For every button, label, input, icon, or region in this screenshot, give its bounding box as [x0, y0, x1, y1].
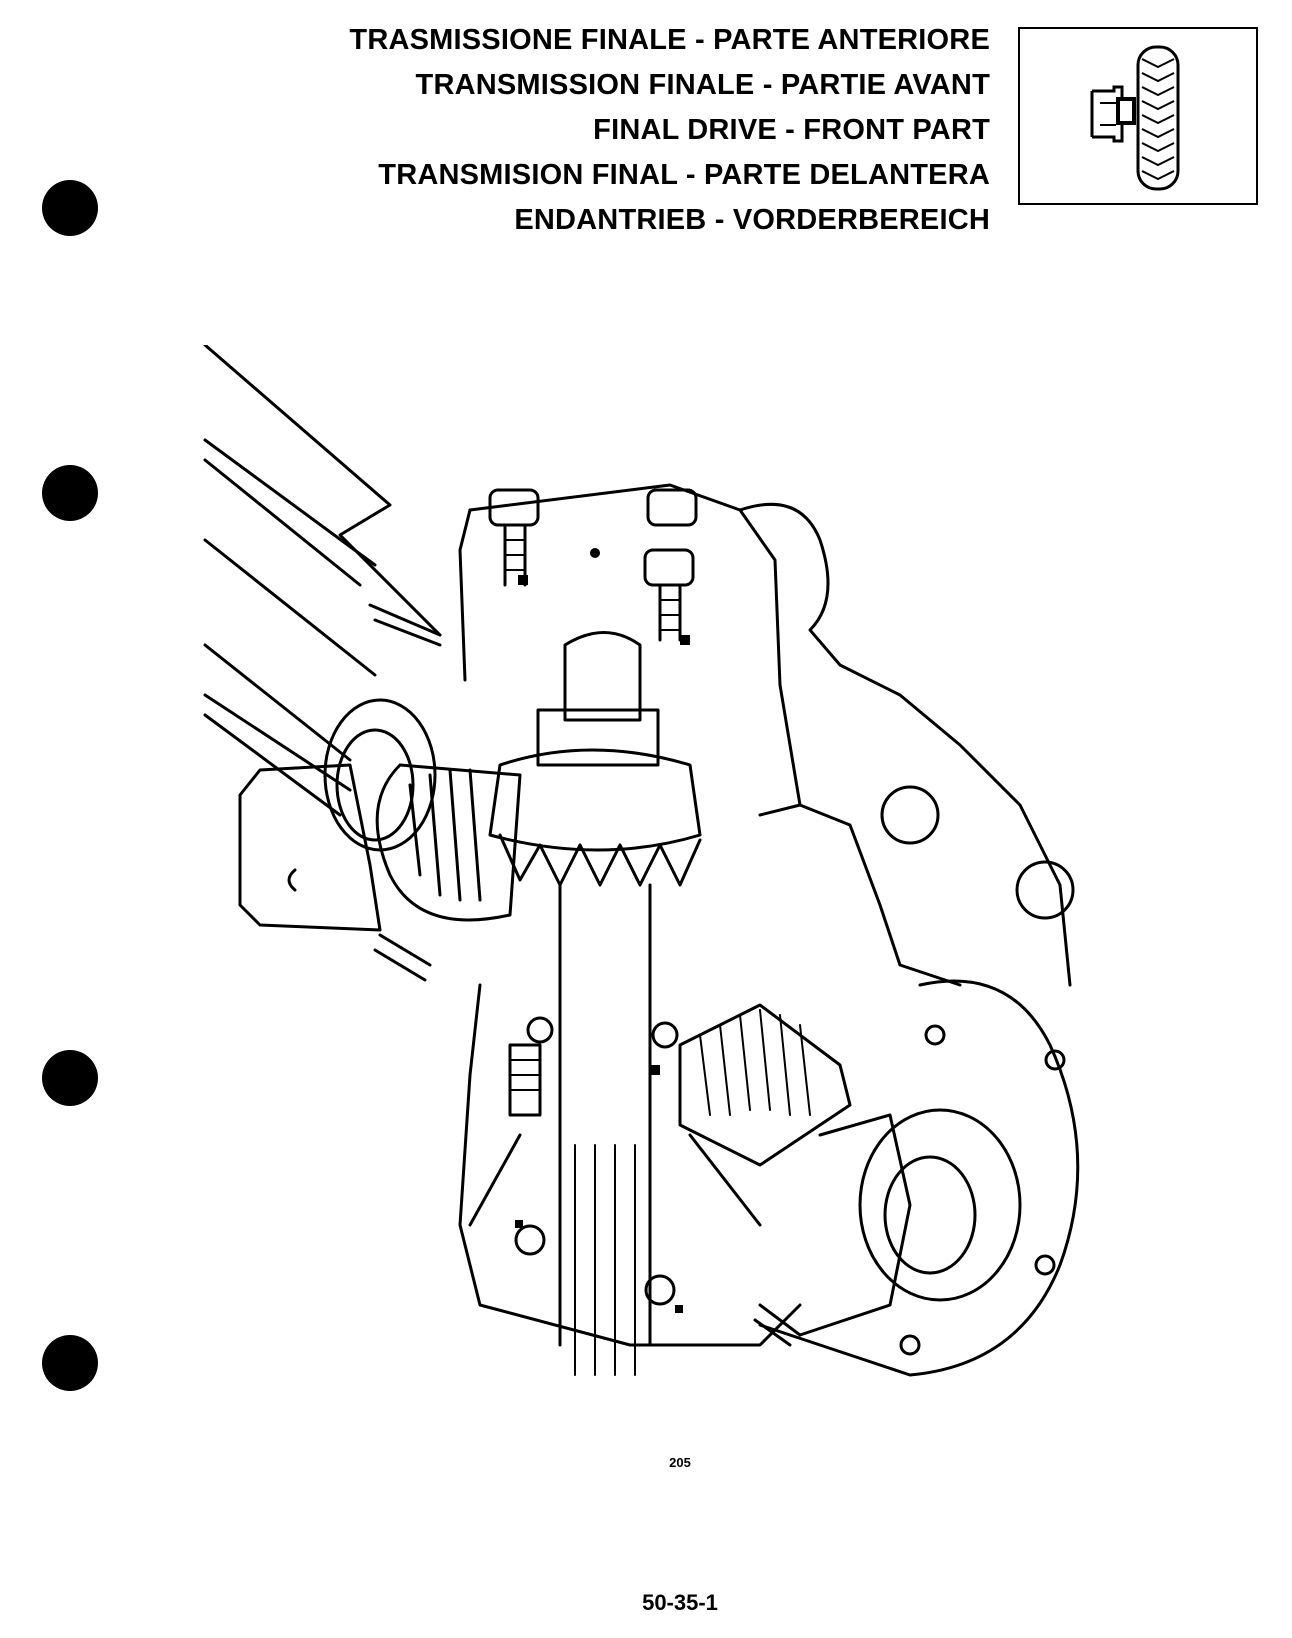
- punch-hole: [42, 1335, 98, 1391]
- title-italian: TRASMISSIONE FINALE - PARTE ANTERIORE: [349, 24, 990, 56]
- punch-hole: [42, 180, 98, 236]
- section-icon-box: [1018, 27, 1258, 205]
- title-spanish: TRANSMISION FINAL - PARTE DELANTERA: [378, 159, 990, 191]
- punch-hole: [42, 465, 98, 521]
- title-german: ENDANTRIEB - VORDERBEREICH: [514, 204, 990, 236]
- figure-number: 205: [669, 1455, 691, 1470]
- tractor-wheel-hub-icon: [1090, 45, 1180, 191]
- punch-hole: [42, 1050, 98, 1106]
- title-french: TRANSMISSION FINALE - PARTIE AVANT: [415, 69, 990, 101]
- final-drive-cutaway-illustration: [203, 345, 1080, 1377]
- title-english: FINAL DRIVE - FRONT PART: [593, 114, 990, 146]
- title-block: TRASMISSIONE FINALE - PARTE ANTERIORE TR…: [260, 18, 990, 243]
- page-number: 50-35-1: [642, 1590, 718, 1615]
